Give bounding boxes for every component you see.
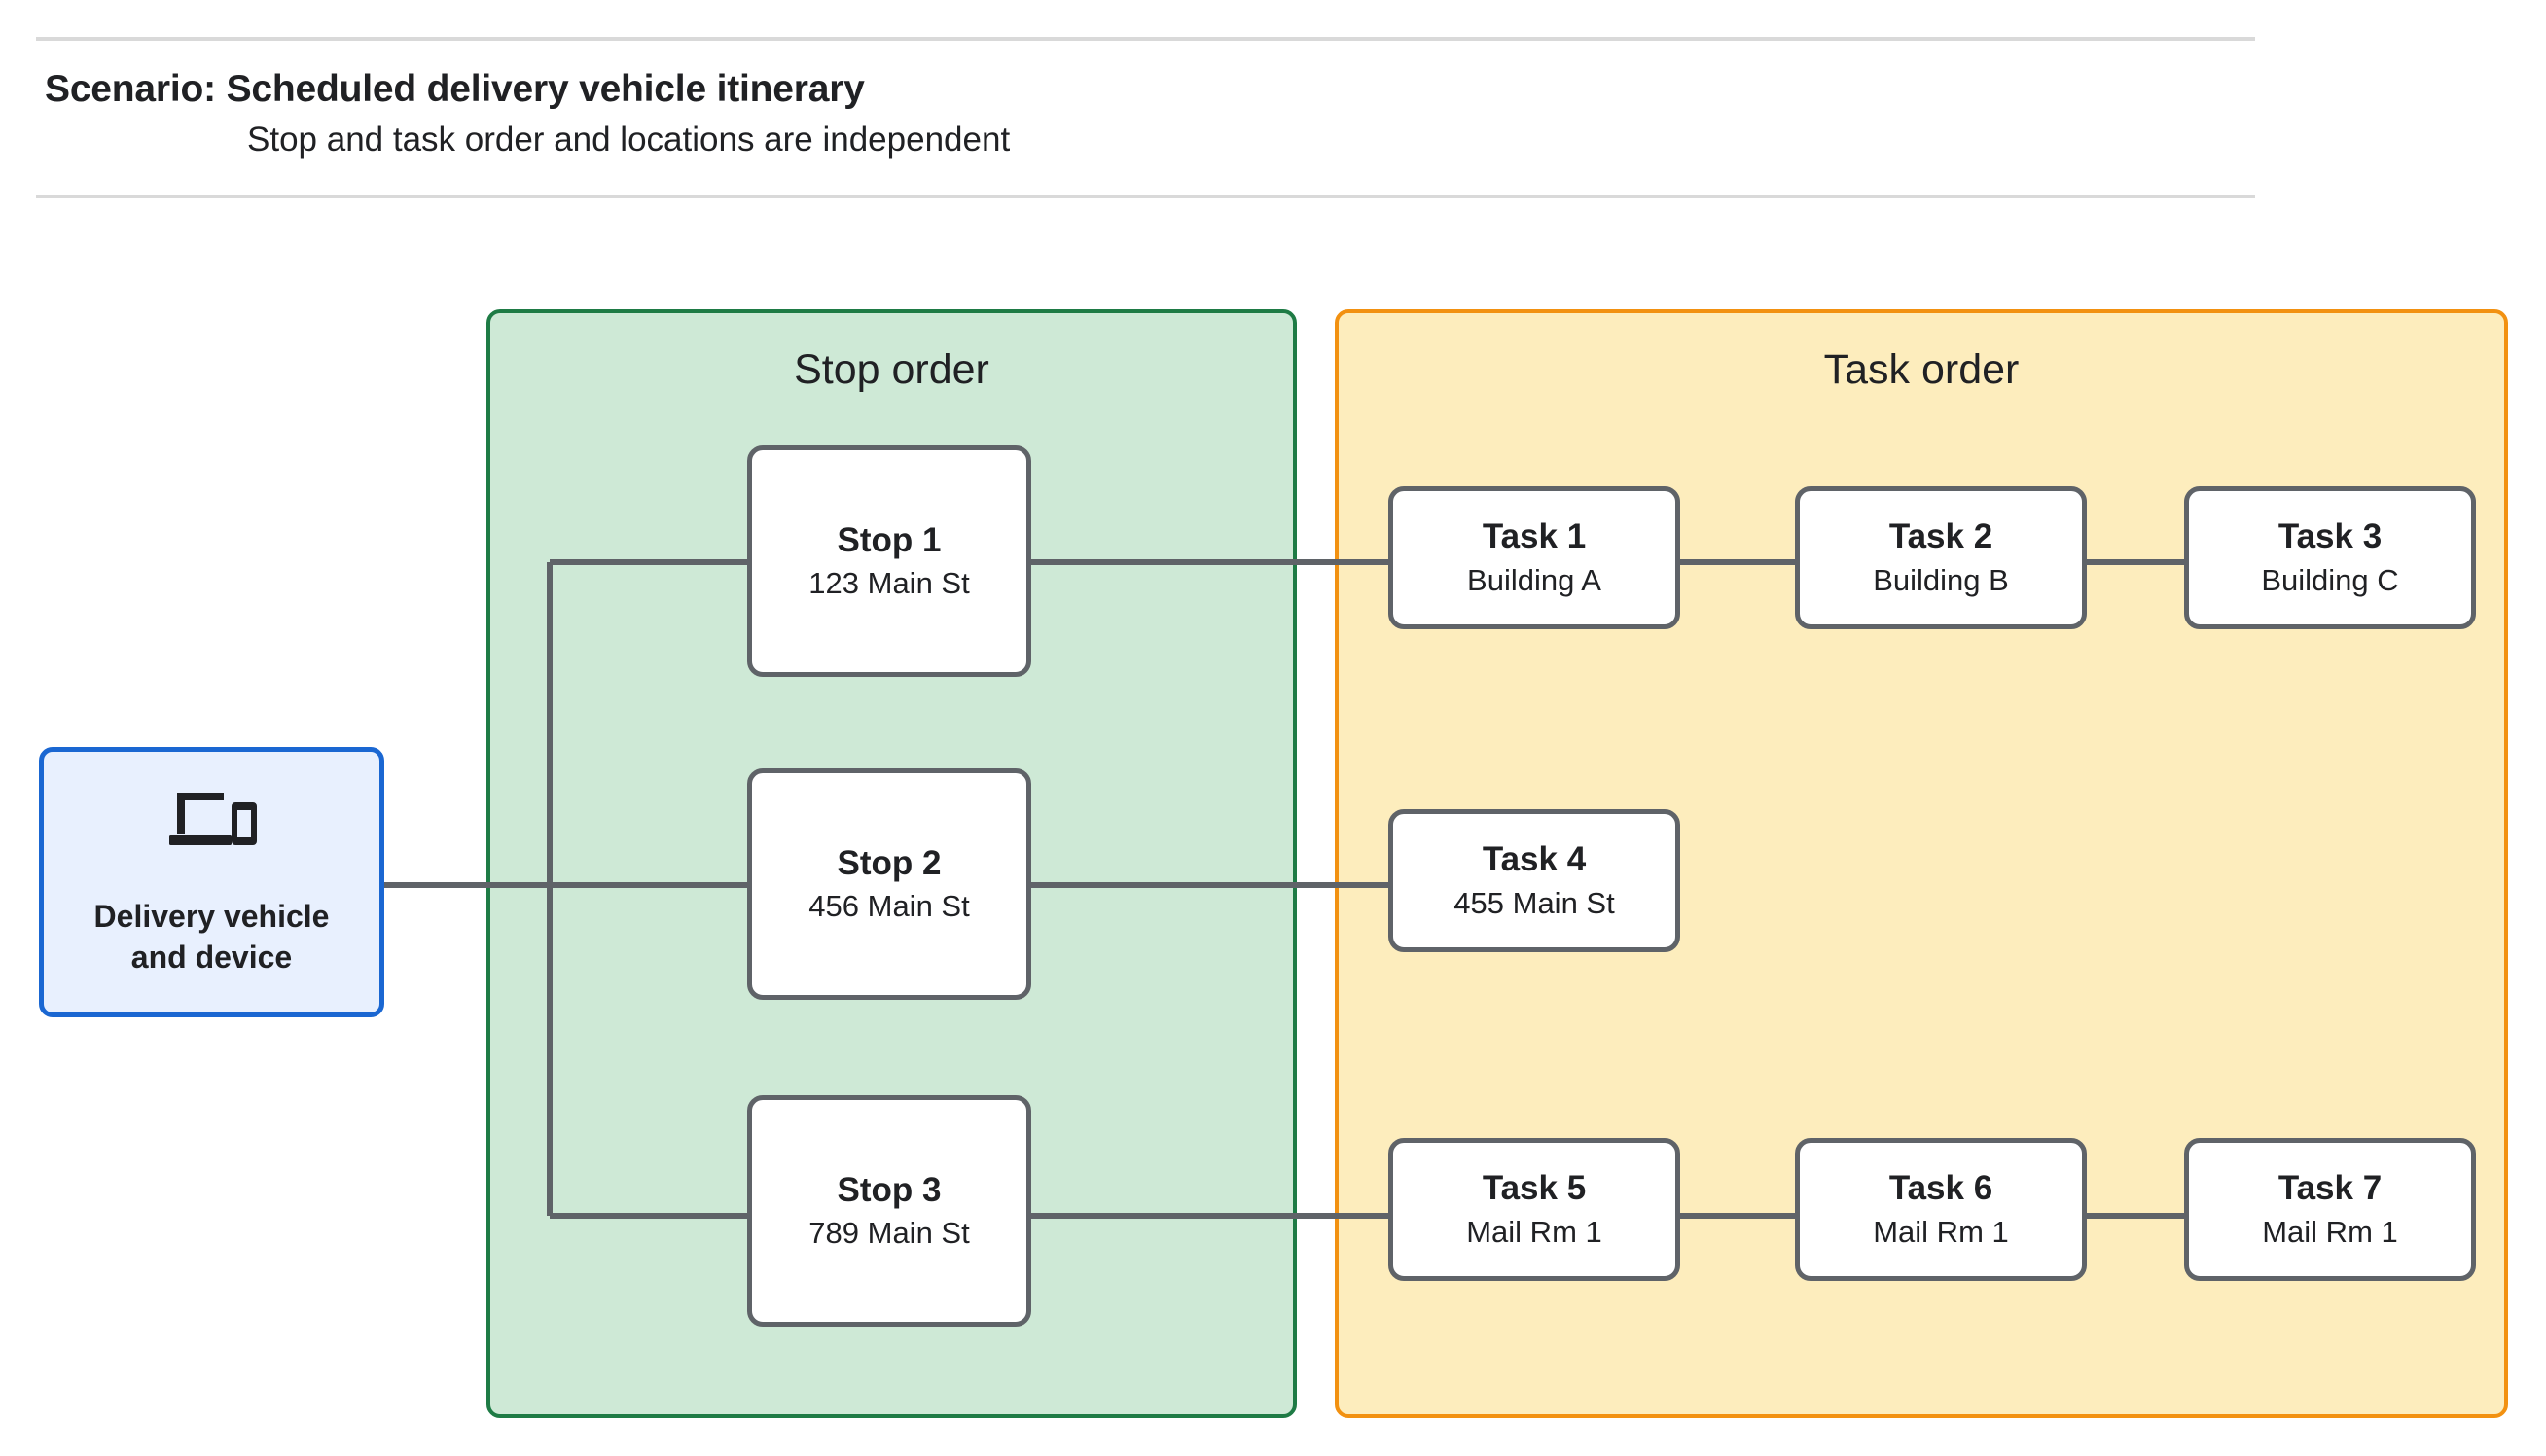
- task-card-4[interactable]: Task 4 455 Main St: [1388, 809, 1680, 952]
- stop-card-3[interactable]: Stop 3 789 Main St: [747, 1095, 1031, 1327]
- task-card-1-location: Building A: [1467, 562, 1601, 597]
- task-card-6-location: Mail Rm 1: [1873, 1214, 2009, 1249]
- stop-card-2-location: 456 Main St: [808, 889, 970, 923]
- delivery-vehicle-label: Delivery vehicle and device: [94, 896, 330, 977]
- task-card-1[interactable]: Task 1 Building A: [1388, 486, 1680, 629]
- task-card-4-location: 455 Main St: [1453, 885, 1615, 920]
- stop-card-2[interactable]: Stop 2 456 Main St: [747, 768, 1031, 1000]
- task-card-3[interactable]: Task 3 Building C: [2184, 486, 2476, 629]
- page-title: Scenario: Scheduled delivery vehicle iti…: [45, 68, 865, 110]
- task-card-4-name: Task 4: [1482, 840, 1587, 879]
- task-card-7[interactable]: Task 7 Mail Rm 1: [2184, 1138, 2476, 1281]
- devices-icon: [168, 792, 257, 845]
- task-card-5-name: Task 5: [1482, 1169, 1587, 1208]
- task-order-panel-title: Task order: [1823, 346, 2020, 393]
- task-card-3-location: Building C: [2261, 562, 2399, 597]
- stop-card-1-name: Stop 1: [837, 520, 942, 559]
- header-divider-top: [36, 37, 2255, 41]
- page-subtitle: Stop and task order and locations are in…: [247, 121, 1011, 159]
- header-divider-bottom: [36, 195, 2255, 198]
- task-card-2-name: Task 2: [1888, 517, 1993, 556]
- task-card-5-location: Mail Rm 1: [1466, 1214, 1602, 1249]
- stop-card-1[interactable]: Stop 1 123 Main St: [747, 445, 1031, 677]
- task-card-2-location: Building B: [1873, 562, 2009, 597]
- stop-card-2-name: Stop 2: [837, 843, 942, 882]
- delivery-vehicle-node[interactable]: Delivery vehicle and device: [39, 747, 384, 1017]
- stop-card-1-location: 123 Main St: [808, 566, 970, 600]
- delivery-vehicle-label-line1: Delivery vehicle: [93, 898, 330, 934]
- task-card-5[interactable]: Task 5 Mail Rm 1: [1388, 1138, 1680, 1281]
- delivery-vehicle-label-line2: and device: [130, 940, 293, 975]
- task-card-6-name: Task 6: [1888, 1169, 1993, 1208]
- task-card-3-name: Task 3: [2277, 517, 2383, 556]
- stop-order-panel-title: Stop order: [794, 346, 989, 393]
- task-card-6[interactable]: Task 6 Mail Rm 1: [1795, 1138, 2087, 1281]
- task-card-7-name: Task 7: [2277, 1169, 2383, 1208]
- task-card-2[interactable]: Task 2 Building B: [1795, 486, 2087, 629]
- stop-card-3-location: 789 Main St: [808, 1216, 970, 1250]
- task-card-7-location: Mail Rm 1: [2262, 1214, 2398, 1249]
- task-card-1-name: Task 1: [1482, 517, 1587, 556]
- stop-card-3-name: Stop 3: [837, 1170, 942, 1209]
